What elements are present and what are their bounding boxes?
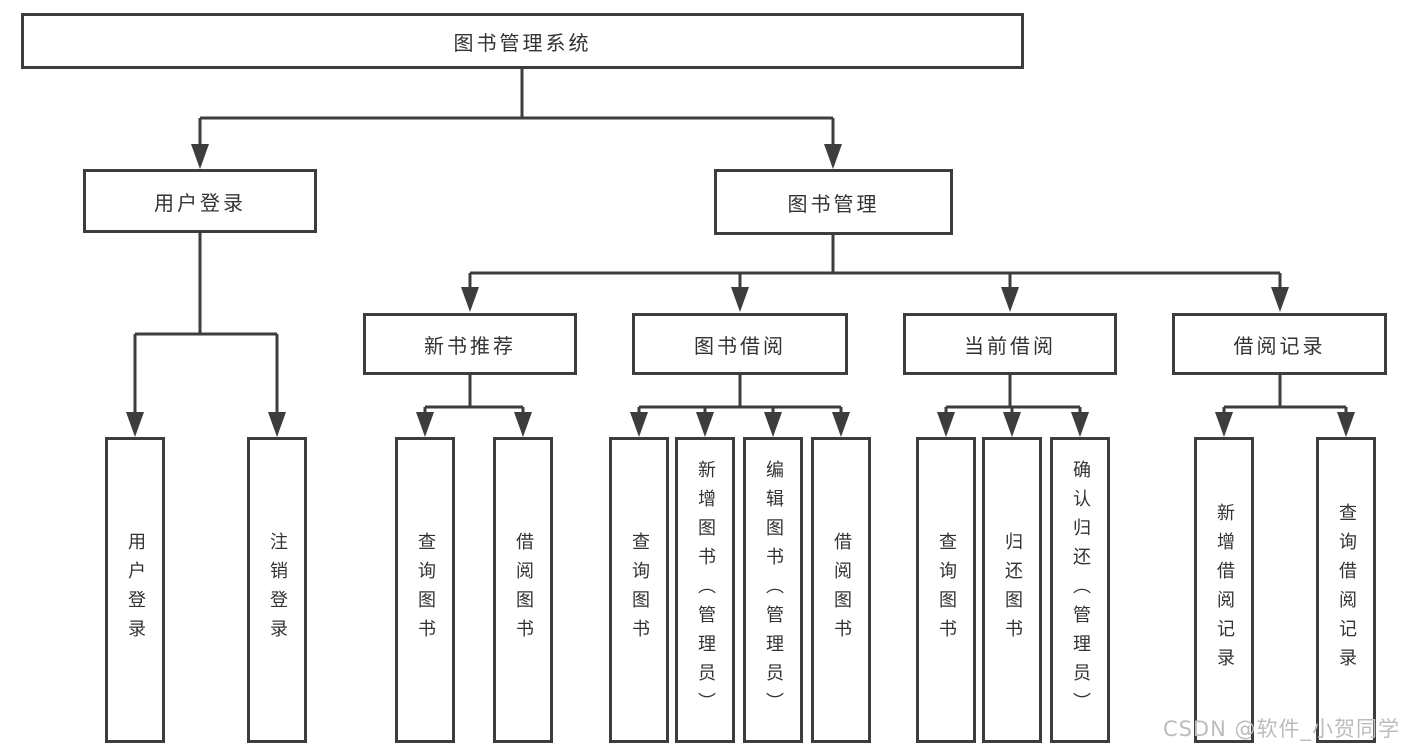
node-current-borrow-label: 当前借阅 bbox=[964, 333, 1056, 358]
leaf-confirm-return-admin: 确认归还（管理员） bbox=[1050, 437, 1110, 743]
node-book-borrow-label: 图书借阅 bbox=[694, 333, 786, 358]
csdn-watermark: CSDN @软件_小贺同学 bbox=[1162, 717, 1400, 741]
leaf-return-book: 归还图书 bbox=[982, 437, 1042, 743]
node-borrow-record: 借阅记录 bbox=[1172, 313, 1387, 375]
leaf-recommend-query-book-label: 查询图书 bbox=[415, 532, 436, 648]
leaf-current-query-book: 查询图书 bbox=[916, 437, 976, 743]
leaf-recommend-query-book: 查询图书 bbox=[395, 437, 455, 743]
leaf-current-query-book-label: 查询图书 bbox=[936, 532, 957, 648]
connector-borrow-record-children bbox=[1215, 375, 1355, 437]
node-new-book-recommend: 新书推荐 bbox=[363, 313, 577, 375]
connector-book-management-children bbox=[461, 235, 1289, 312]
leaf-recommend-borrow-book-label: 借阅图书 bbox=[513, 532, 534, 648]
node-user-login: 用户登录 bbox=[83, 169, 317, 233]
node-root: 图书管理系统 bbox=[21, 13, 1024, 69]
leaf-edit-book-admin-label: 编辑图书（管理员） bbox=[763, 459, 784, 721]
connector-book-borrow-children bbox=[630, 375, 850, 437]
leaf-add-borrow-record: 新增借阅记录 bbox=[1194, 437, 1254, 743]
leaf-recommend-borrow-book: 借阅图书 bbox=[493, 437, 553, 743]
node-book-management: 图书管理 bbox=[714, 169, 953, 235]
node-user-login-label: 用户登录 bbox=[154, 190, 246, 215]
leaf-borrow-query-book-label: 查询图书 bbox=[629, 532, 650, 648]
connector-user-login-children bbox=[126, 233, 286, 437]
leaf-add-book-admin-label: 新增图书（管理员） bbox=[695, 459, 716, 721]
node-borrow-record-label: 借阅记录 bbox=[1233, 333, 1326, 358]
node-new-book-recommend-label: 新书推荐 bbox=[424, 333, 516, 358]
leaf-user-login-label: 用户登录 bbox=[125, 532, 146, 648]
leaf-logout-login: 注销登录 bbox=[247, 437, 307, 743]
leaf-confirm-return-admin-label: 确认归还（管理员） bbox=[1070, 459, 1091, 721]
leaf-borrow-query-book: 查询图书 bbox=[609, 437, 669, 743]
connector-new-book-children bbox=[416, 375, 532, 437]
leaf-add-book-admin: 新增图书（管理员） bbox=[675, 437, 735, 743]
leaf-query-borrow-record-label: 查询借阅记录 bbox=[1336, 503, 1357, 677]
leaf-user-login: 用户登录 bbox=[105, 437, 165, 743]
connector-current-borrow-children bbox=[937, 375, 1089, 437]
leaf-borrow-book: 借阅图书 bbox=[811, 437, 871, 743]
node-current-borrow: 当前借阅 bbox=[903, 313, 1117, 375]
leaf-logout-login-label: 注销登录 bbox=[267, 532, 288, 648]
leaf-borrow-book-label: 借阅图书 bbox=[831, 532, 852, 648]
leaf-query-borrow-record: 查询借阅记录 bbox=[1316, 437, 1376, 743]
node-root-label: 图书管理系统 bbox=[453, 30, 592, 55]
connector-root-to-level2 bbox=[191, 69, 842, 169]
leaf-add-borrow-record-label: 新增借阅记录 bbox=[1214, 503, 1235, 677]
node-book-borrow: 图书借阅 bbox=[632, 313, 848, 375]
node-book-management-label: 图书管理 bbox=[787, 191, 880, 216]
leaf-edit-book-admin: 编辑图书（管理员） bbox=[743, 437, 803, 743]
leaf-return-book-label: 归还图书 bbox=[1002, 532, 1023, 648]
